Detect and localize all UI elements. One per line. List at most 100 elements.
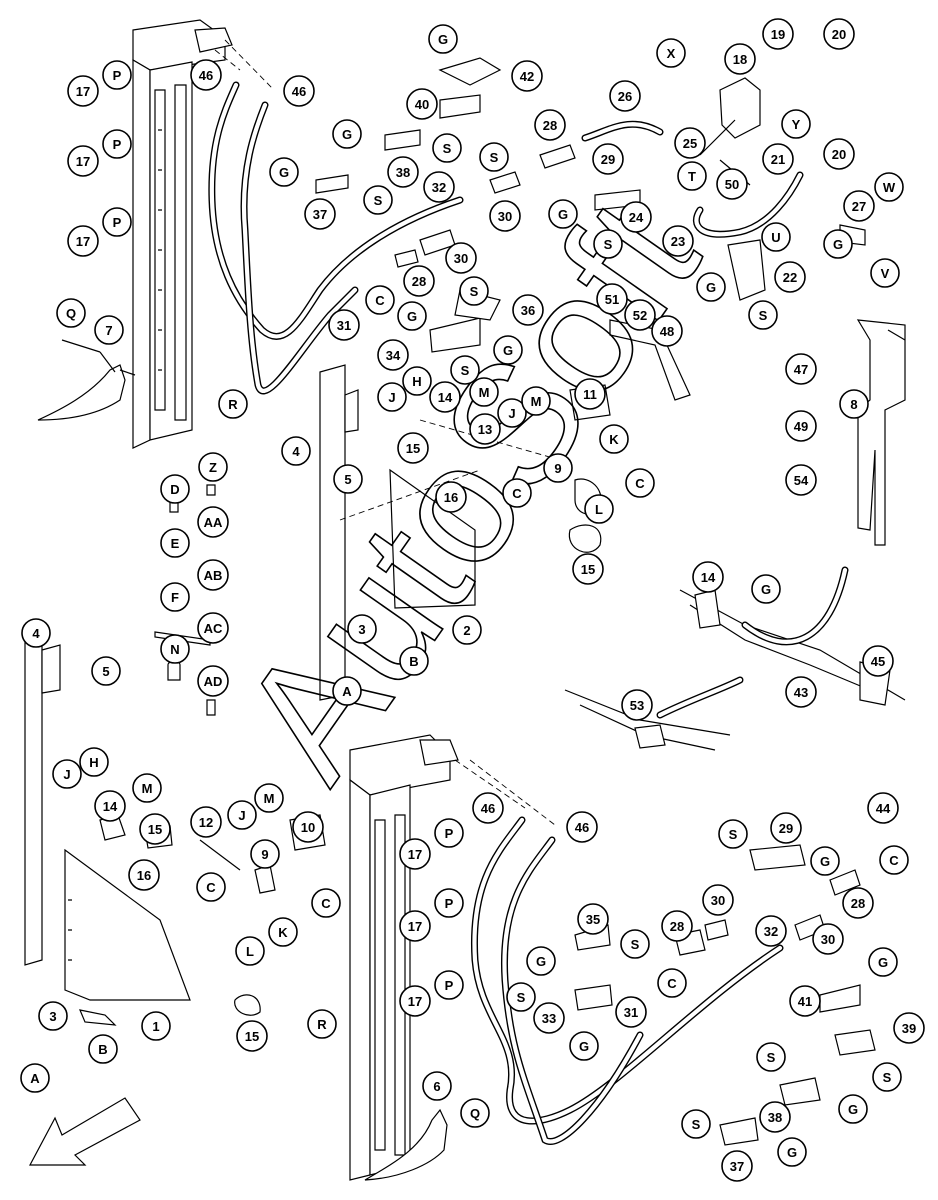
callout-circle — [304, 198, 336, 230]
callout-label: P — [113, 137, 122, 152]
callout-s: S — [748, 300, 778, 330]
callout-44: 44 — [867, 792, 899, 824]
callout-circle — [423, 171, 455, 203]
callout-label: 17 — [408, 994, 422, 1009]
callout-circle — [566, 811, 598, 843]
callout-label: 50 — [725, 177, 739, 192]
callout-circle — [762, 18, 794, 50]
callout-label: 52 — [633, 308, 647, 323]
callout-circle — [67, 75, 99, 107]
direction-arrow-icon — [29, 1097, 141, 1166]
callout-label: 3 — [358, 622, 365, 637]
callout-label: 36 — [521, 303, 535, 318]
callout-label: 24 — [629, 210, 644, 225]
callout-label: 44 — [876, 801, 891, 816]
callout-label: G — [579, 1039, 589, 1054]
callout-label: 54 — [794, 473, 809, 488]
callout-circle — [874, 172, 904, 202]
callout-30: 30 — [445, 242, 477, 274]
callout-21: 21 — [762, 143, 794, 175]
callout-label: 9 — [554, 461, 561, 476]
callout-label: F — [171, 590, 179, 605]
callout-28: 28 — [842, 887, 874, 919]
callout-circle — [657, 968, 687, 998]
callout-28: 28 — [534, 109, 566, 141]
callout-q: Q — [56, 298, 86, 328]
callout-27: 27 — [843, 190, 875, 222]
callout-circle — [160, 582, 190, 612]
callout-circle — [254, 783, 284, 813]
callout-circle — [624, 299, 656, 331]
callout-17: 17 — [399, 910, 431, 942]
callout-g: G — [493, 335, 523, 365]
callout-g: G — [838, 1094, 868, 1124]
callout-label: 17 — [408, 847, 422, 862]
callout-s: S — [593, 229, 623, 259]
callout-circle — [460, 1098, 490, 1128]
callout-label: 20 — [832, 147, 846, 162]
callout-circle — [292, 811, 324, 843]
callout-48: 48 — [651, 315, 683, 347]
callout-circle — [751, 574, 781, 604]
callout-g: G — [332, 119, 362, 149]
callout-6: 6 — [422, 1071, 452, 1101]
callout-label: S — [729, 827, 738, 842]
callout-circle — [21, 618, 51, 648]
callout-label: J — [63, 767, 70, 782]
callout-16: 16 — [435, 481, 467, 513]
callout-label: 29 — [601, 152, 615, 167]
callout-circle — [472, 792, 504, 824]
callout-12: 12 — [190, 806, 222, 838]
callout-label: C — [375, 293, 385, 308]
callout-label: 16 — [137, 868, 151, 883]
callout-label: 26 — [618, 89, 632, 104]
callout-circle — [196, 872, 226, 902]
callout-label: G — [503, 343, 513, 358]
callout-15: 15 — [236, 1020, 268, 1052]
callout-label: P — [445, 896, 454, 911]
callout-h: H — [79, 747, 109, 777]
callout-40: 40 — [406, 88, 438, 120]
callout-17: 17 — [67, 145, 99, 177]
callout-33: 33 — [533, 1002, 565, 1034]
callout-label: 2 — [463, 623, 470, 638]
callout-24: 24 — [620, 201, 652, 233]
middle-shield — [319, 364, 611, 701]
callout-circle — [160, 528, 190, 558]
callout-label: S — [374, 193, 383, 208]
callout-17: 17 — [67, 75, 99, 107]
callout-q: Q — [460, 1098, 490, 1128]
callout-15: 15 — [572, 553, 604, 585]
callout-28: 28 — [661, 910, 693, 942]
callout-s: S — [450, 355, 480, 385]
callout-p: P — [434, 888, 464, 918]
callout-circle — [459, 276, 489, 306]
callout-label: 15 — [406, 441, 420, 456]
callout-label: 14 — [701, 570, 716, 585]
callout-label: 1 — [152, 1019, 159, 1034]
callout-circle — [307, 1009, 337, 1039]
callout-label: D — [170, 482, 179, 497]
callout-circle — [38, 1001, 68, 1031]
callout-label: 45 — [871, 654, 885, 669]
callout-circle — [534, 109, 566, 141]
callout-label: S — [692, 1117, 701, 1132]
callout-label: L — [595, 502, 603, 517]
callout-label: 38 — [396, 165, 410, 180]
callout-j: J — [52, 759, 82, 789]
callout-circle — [79, 747, 109, 777]
callout-m: M — [254, 783, 284, 813]
callout-43: 43 — [785, 676, 817, 708]
callout-20: 20 — [823, 138, 855, 170]
callout-circle — [497, 398, 527, 428]
callout-circle — [748, 300, 778, 330]
callout-label: 49 — [794, 419, 808, 434]
callout-49: 49 — [785, 410, 817, 442]
callout-label: 30 — [498, 209, 512, 224]
callout-label: G — [787, 1145, 797, 1160]
callout-label: M — [531, 394, 542, 409]
callout-b: B — [88, 1034, 118, 1064]
callout-circle — [759, 1101, 791, 1133]
callout-label: L — [246, 944, 254, 959]
callout-label: H — [412, 374, 421, 389]
